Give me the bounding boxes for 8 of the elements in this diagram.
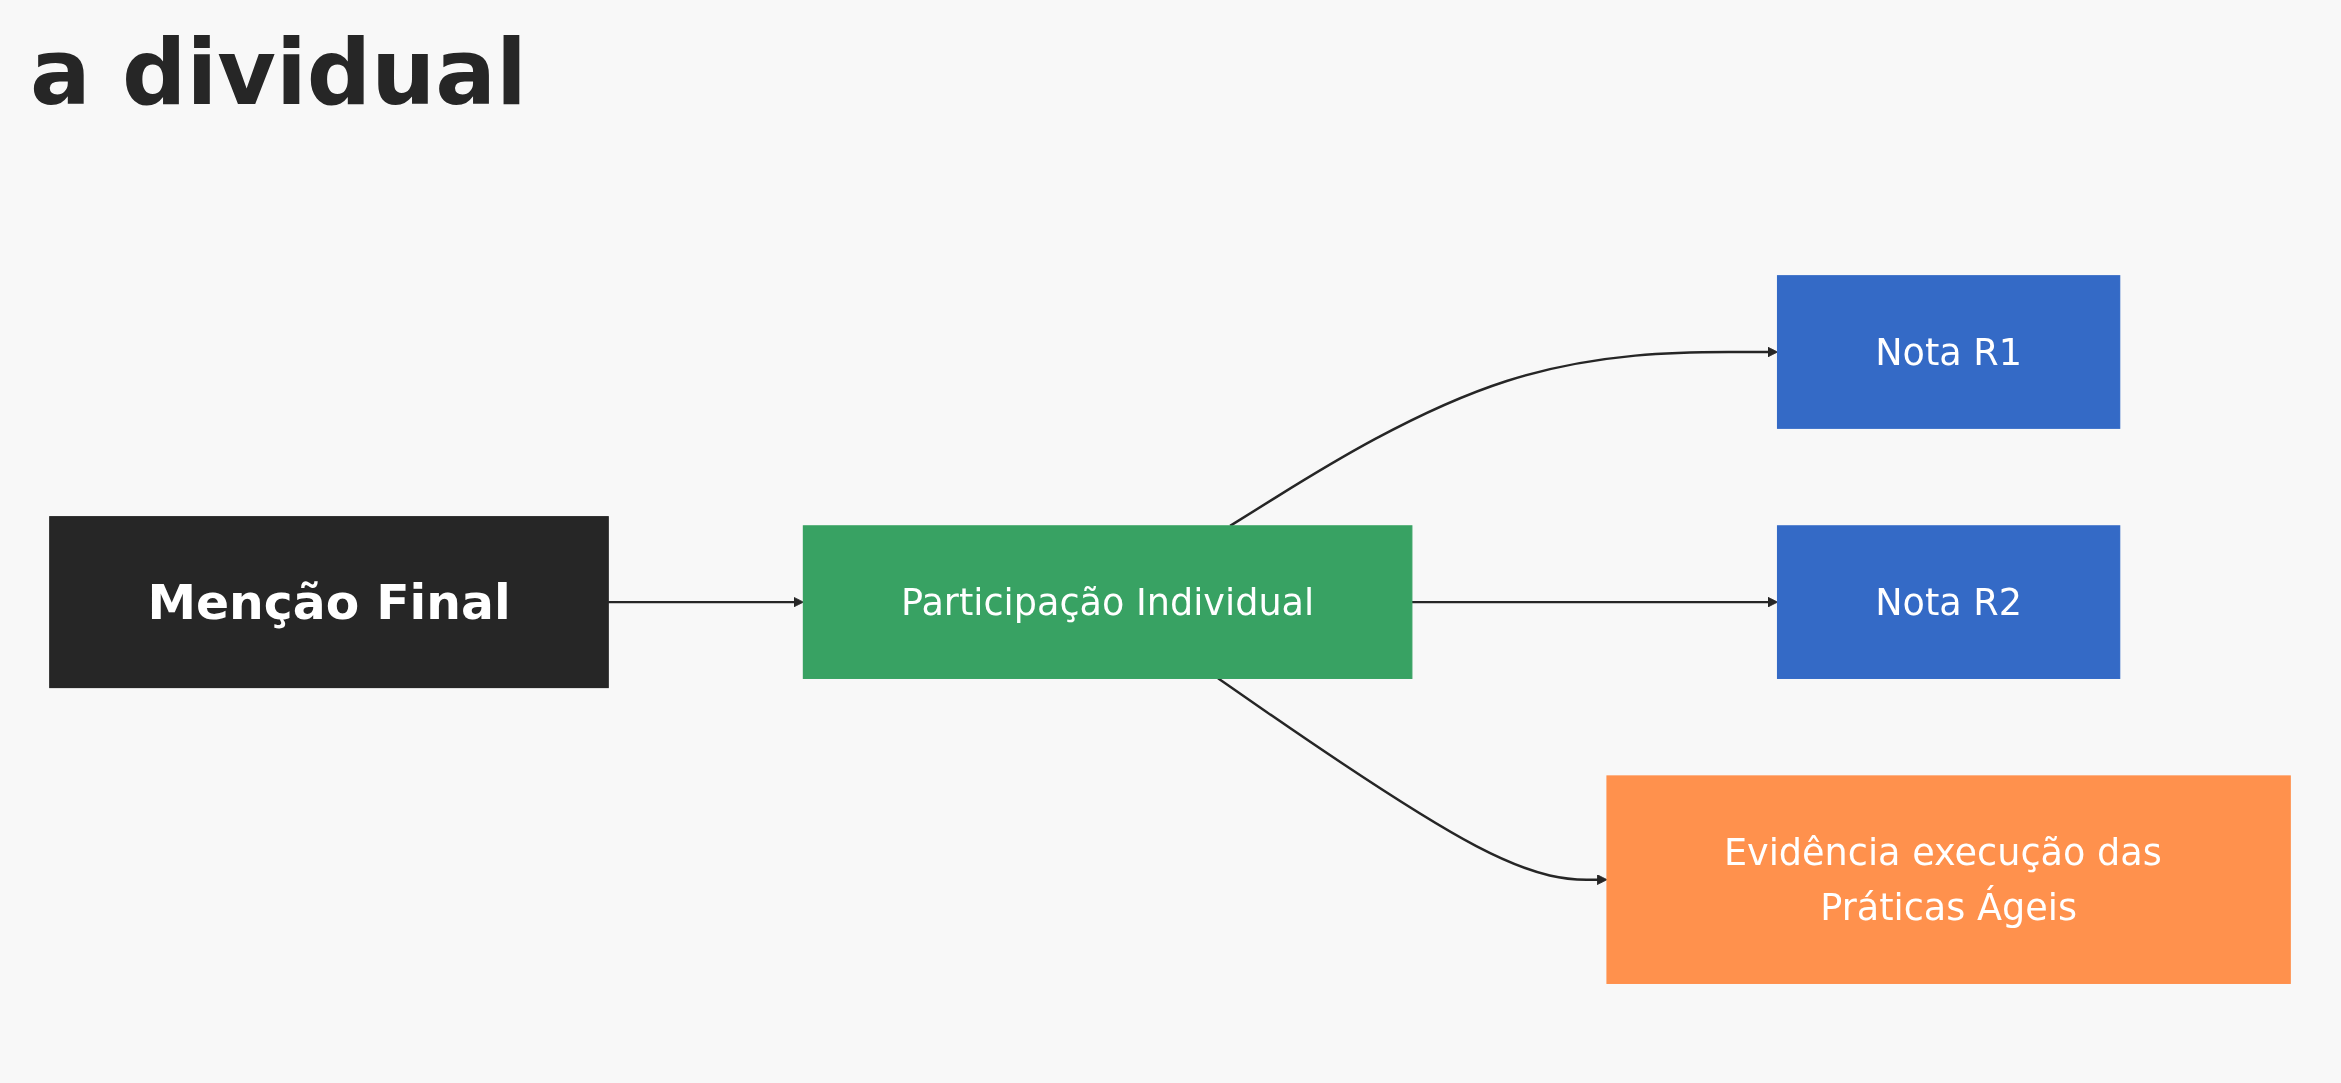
title: a dividual xyxy=(30,20,527,125)
node-box: Nota R2 xyxy=(1776,525,2121,680)
arrow xyxy=(608,597,804,608)
node-box: Nota R1 xyxy=(1776,275,2121,430)
node-box: Evidência execução das Práticas Ágeis xyxy=(1606,775,2291,985)
node-box: Participação Individual xyxy=(802,525,1413,680)
node-box: Menção Final xyxy=(49,516,609,689)
arrow xyxy=(1217,677,1608,886)
